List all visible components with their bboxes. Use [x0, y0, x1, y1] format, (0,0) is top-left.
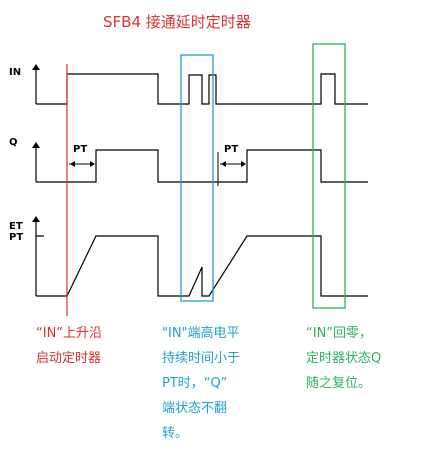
rising-edge-note: “IN”上升沿 启动定时器	[36, 326, 103, 366]
in-axis-arrow-icon	[32, 64, 40, 70]
q-waveform	[32, 142, 368, 186]
et-axis-arrow-icon	[32, 216, 40, 222]
et-signal-label: ET	[9, 221, 23, 232]
pt-arrow-left-icon	[70, 161, 75, 167]
reset-note: “IN”回零， 定时器状态Q 随之复位。	[306, 326, 382, 391]
pt-arrow-right-icon	[90, 161, 95, 167]
in-signal-label: IN	[9, 67, 22, 78]
pt-signal-label: PT	[9, 232, 24, 243]
et-signal-trace	[36, 235, 368, 297]
pt-arrow-left-icon	[221, 161, 226, 167]
in-signal-trace	[36, 73, 368, 105]
pt-delay-label-2: PT	[224, 144, 239, 155]
short-pulse-note: "IN"端高电平 持续时间小于 PT时，“Q” 端状态不翻 转。	[162, 326, 241, 441]
diagram-title: SFB4 接通延时定时器	[103, 13, 251, 31]
pt-delay-label-1: PT	[73, 144, 88, 155]
q-signal-label: Q	[9, 137, 18, 148]
q-signal-trace	[36, 149, 368, 183]
short-pulse-highlight-box	[180, 54, 214, 302]
et-waveform	[32, 216, 368, 297]
in-waveform	[32, 64, 368, 105]
in-reset-highlight-box	[312, 43, 346, 309]
pt-arrow-right-icon	[241, 161, 246, 167]
q-axis-arrow-icon	[32, 142, 40, 148]
